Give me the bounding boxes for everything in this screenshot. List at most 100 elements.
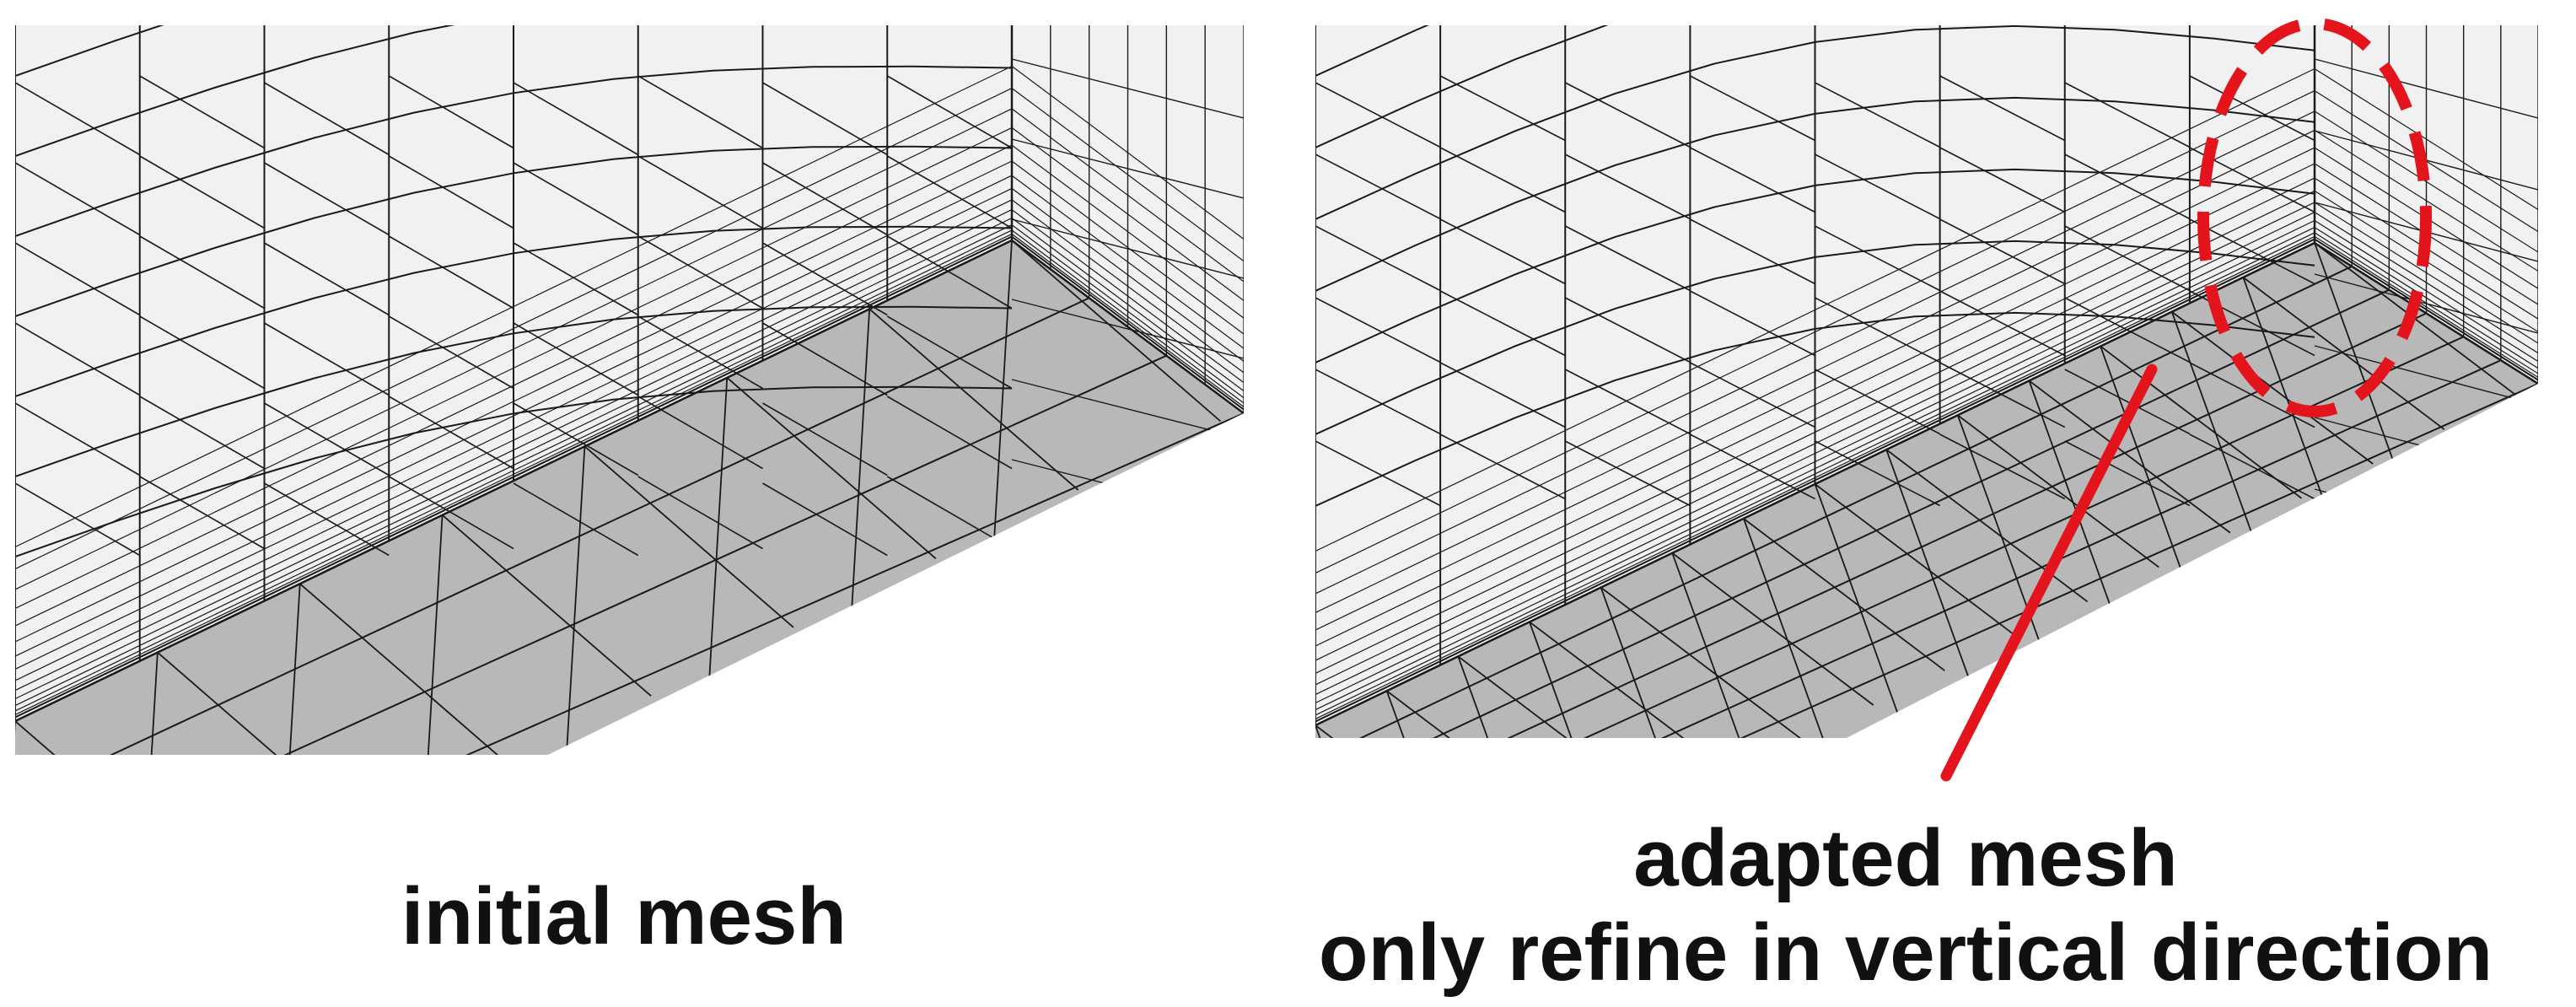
mesh-floor-diagonal bbox=[1671, 552, 1874, 706]
refinement-highlight bbox=[1940, 18, 2432, 782]
mesh-diagonal bbox=[15, 82, 141, 156]
mesh-side-line bbox=[1011, 58, 1244, 119]
mesh-diagonal bbox=[1939, 218, 2066, 285]
mesh-boundary-layer bbox=[15, 187, 1013, 670]
mesh-floor-diagonal bbox=[1743, 518, 1945, 671]
mesh-diagonal bbox=[388, 155, 514, 229]
mesh-diagonal bbox=[2189, 433, 2315, 500]
mesh-floor-edge bbox=[1011, 239, 1244, 415]
mesh-diagonal bbox=[1439, 218, 1566, 285]
mesh-floor-row bbox=[1417, 359, 2502, 738]
mesh-floor-diagonal-b bbox=[2314, 242, 2402, 484]
mesh-diagonal bbox=[886, 315, 1013, 390]
mesh-diagonal bbox=[1939, 290, 2066, 357]
mesh-side-layer bbox=[1011, 187, 1244, 362]
mesh-boundary-layer bbox=[15, 217, 1013, 700]
mesh-curve-line bbox=[1315, 240, 2315, 435]
mesh-diagonal bbox=[1690, 290, 1815, 357]
mesh-floor-diagonal-b bbox=[2028, 380, 2117, 622]
mesh-side-layer bbox=[2314, 239, 2538, 381]
mesh-diagonal bbox=[1564, 297, 1691, 363]
mesh-diagonal bbox=[1939, 147, 2066, 213]
mesh-curve-line bbox=[1315, 96, 2315, 292]
mesh-boundary-layer bbox=[1315, 67, 2315, 552]
mesh-side-line bbox=[2314, 488, 2538, 549]
mesh-diagonal bbox=[15, 322, 141, 396]
mesh-curve-line bbox=[15, 145, 1013, 317]
adapted-mesh-caption: adapted mesh only refine in vertical dir… bbox=[1248, 811, 2563, 1000]
mesh-diagonal bbox=[388, 476, 514, 550]
mesh-side-line bbox=[2314, 58, 2538, 119]
initial-mesh-caption: initial mesh bbox=[401, 871, 847, 961]
mesh-curve-line bbox=[15, 25, 1013, 157]
mesh-side-line bbox=[1011, 379, 1244, 439]
mesh-diagonal bbox=[762, 242, 888, 316]
mesh-boundary-layer bbox=[15, 144, 1013, 627]
mesh-diagonal bbox=[1315, 153, 1441, 220]
mesh-diagonal bbox=[637, 315, 763, 390]
mesh-floor-row bbox=[15, 240, 1013, 722]
mesh-diagonal bbox=[15, 162, 141, 236]
mesh-diagonal bbox=[1439, 362, 1566, 428]
mesh-diagonal bbox=[886, 75, 1013, 149]
mesh-diagonal bbox=[886, 155, 1013, 229]
mesh-diagonal bbox=[15, 482, 141, 557]
mesh-diagonal bbox=[2064, 369, 2191, 435]
mesh-curve-line bbox=[1315, 168, 2315, 363]
mesh-diagonal bbox=[762, 162, 888, 236]
mesh-floor-diagonal-b bbox=[2242, 277, 2331, 519]
mesh-diagonal bbox=[637, 155, 763, 229]
mesh-diagonal bbox=[886, 235, 1013, 310]
mesh-floor-diagonal bbox=[1529, 621, 1731, 738]
mesh-diagonal bbox=[139, 476, 265, 550]
mesh-floor-row bbox=[1335, 265, 2353, 738]
mesh-floor-diagonal-b bbox=[1743, 518, 1831, 738]
mesh-floor-diagonal bbox=[1814, 483, 2017, 638]
mesh-diagonal bbox=[2064, 82, 2191, 148]
mesh-floor-diagonal-b bbox=[1529, 622, 1617, 738]
mesh-diagonal bbox=[1439, 75, 1566, 142]
mesh-side-layer bbox=[2314, 227, 2538, 369]
mesh-side-layer bbox=[1011, 236, 1244, 411]
adapted-mesh-caption-line-1: adapted mesh bbox=[1633, 813, 2178, 903]
mesh-boundary-layer bbox=[15, 236, 1013, 719]
mesh-floor-diagonal bbox=[1957, 414, 2159, 568]
mesh-side-layer bbox=[1011, 66, 1244, 240]
mesh-diagonal bbox=[1939, 433, 2066, 500]
mesh-diagonal bbox=[1315, 297, 1441, 363]
mesh-diagonal bbox=[2064, 153, 2191, 220]
mesh-diagonal bbox=[1564, 82, 1691, 148]
mesh-curve-line bbox=[15, 65, 1013, 237]
mesh-floor-diagonal bbox=[2171, 310, 2374, 465]
mesh-boundary-layer bbox=[15, 199, 1013, 681]
mesh-side-layer bbox=[2314, 110, 2538, 253]
mesh-diagonal bbox=[264, 242, 390, 316]
mesh-diagonal bbox=[1690, 75, 1815, 142]
mesh-diagonal bbox=[15, 242, 141, 316]
mesh-diagonal bbox=[513, 482, 639, 557]
mesh-floor-row bbox=[56, 297, 1090, 755]
mesh-diagonal bbox=[637, 476, 763, 550]
mesh-diagonal bbox=[388, 396, 514, 470]
mesh-boundary-layer bbox=[15, 88, 1013, 570]
mesh-diagonal bbox=[637, 75, 763, 149]
initial-mesh-panel bbox=[15, 25, 1244, 755]
mesh-floor-row bbox=[1376, 312, 2427, 738]
mesh-diagonal bbox=[139, 315, 265, 390]
mesh-boundary-layer bbox=[15, 229, 1013, 712]
mesh-floor-diagonal bbox=[2242, 277, 2445, 430]
mesh-floor-diagonal bbox=[15, 720, 225, 755]
mesh-boundary-layer bbox=[15, 224, 1013, 707]
mesh-diagonal bbox=[513, 242, 639, 316]
mesh-side-layer bbox=[2314, 235, 2538, 378]
mesh-floor-row bbox=[1396, 336, 2465, 738]
mesh-boundary-layer bbox=[1315, 212, 2315, 696]
mesh-floor-row bbox=[99, 354, 1167, 755]
mesh-side-layer bbox=[2314, 202, 2538, 344]
mesh-side-layer bbox=[1011, 160, 1244, 335]
mesh-side-layer bbox=[2314, 67, 2538, 211]
mesh-diagonal bbox=[513, 322, 639, 396]
mesh-boundary-layer bbox=[15, 175, 1013, 657]
mesh-side-layer bbox=[2314, 129, 2538, 272]
